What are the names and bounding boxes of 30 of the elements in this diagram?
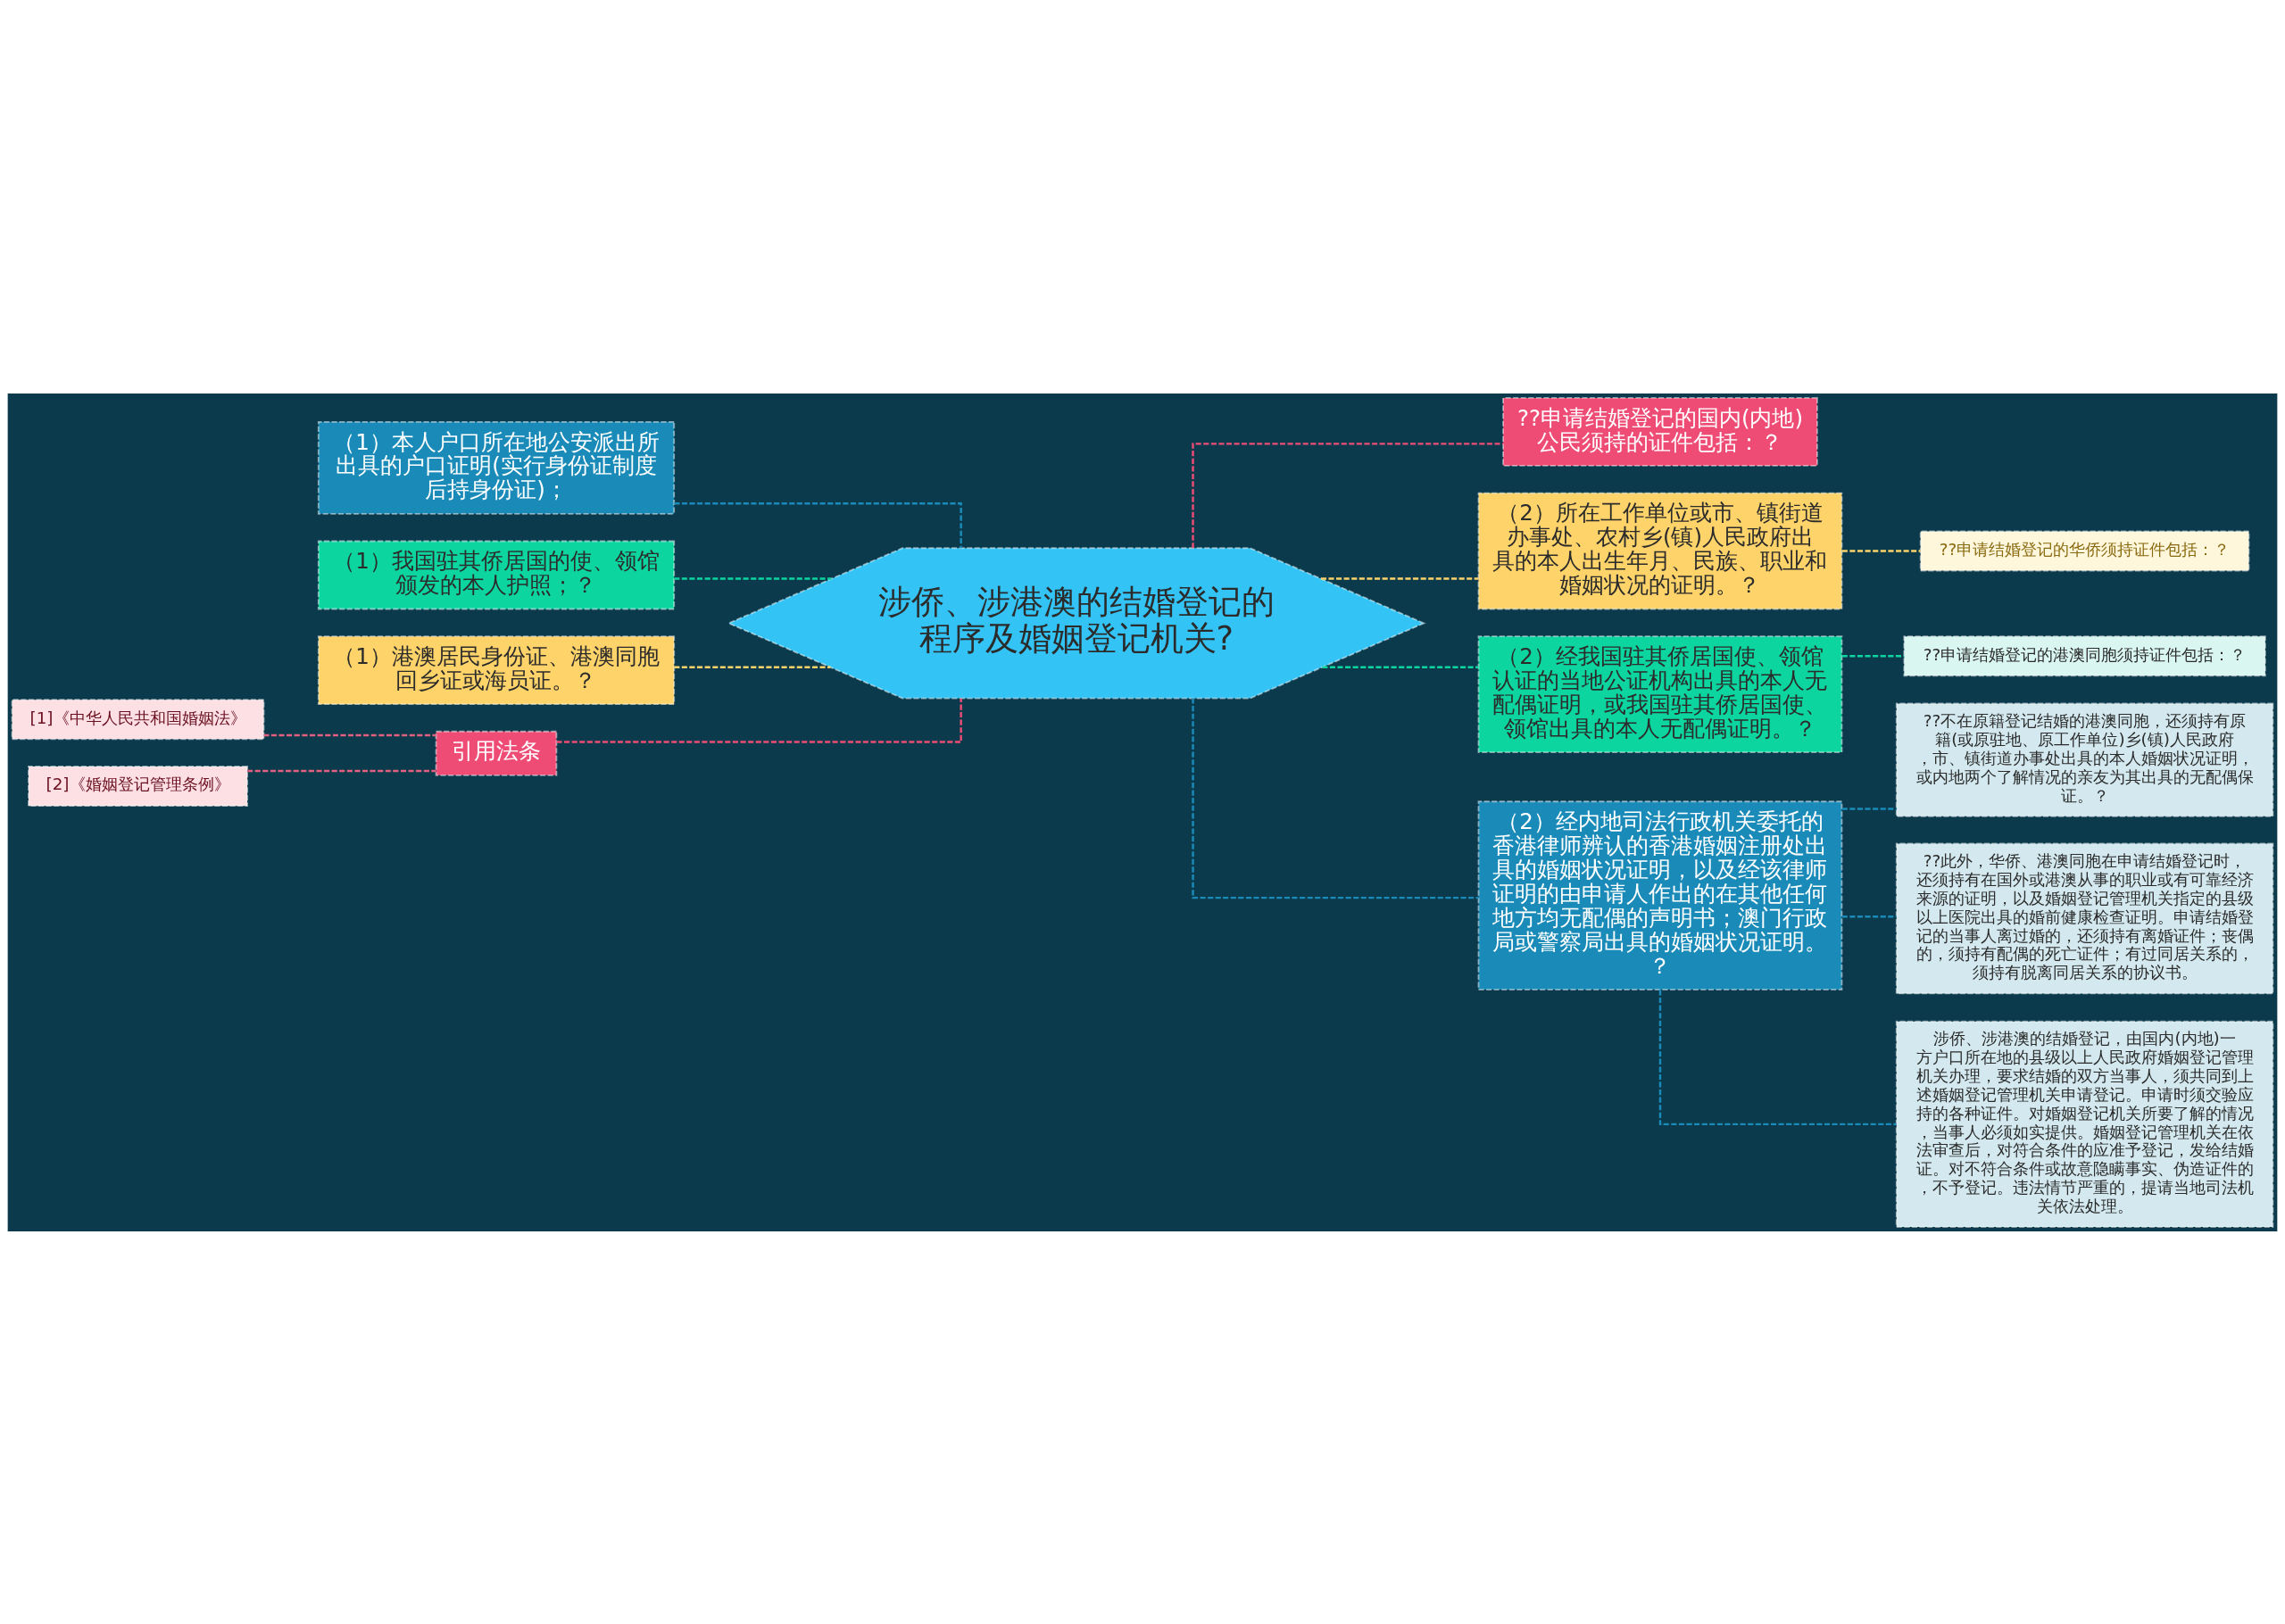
connector — [1658, 989, 1897, 1125]
node-box: （1）港澳居民身份证、港澳同胞回乡证或海员证。？ — [317, 634, 676, 705]
node-box: （2）经我国驻其侨居国使、领馆认证的当地公证机构出具的本人无配偶证明，或我国驻其侨居国使、领馆出具的本人无配偶证明。？ — [1477, 634, 1843, 753]
connector — [1192, 442, 1503, 548]
node-box: [1]《中华人民共和国婚姻法》 — [11, 698, 265, 740]
connector — [556, 698, 962, 743]
node-box: ??申请结婚登记的国内(内地)公民须持的证件包括：？ — [1502, 396, 1818, 467]
node-box: ??不在原籍登记结婚的港澳同胞，还须持有原籍(或原驻地、原工作单位)乡(镇)人民政府，市、镇街道办事处出具的本人婚姻状况证明，或内地两个了解情况的亲友为其出具的无配偶保证。？ — [1895, 702, 2274, 817]
connector — [1841, 654, 1904, 657]
node-box: ??此外，华侨、港澳同胞在申请结婚登记时，还须持有在国外或港澳从事的职业或有可靠经济来源的证明，以及婚姻登记管理机关指定的县级以上医院出具的婚前健康检查证明。申请结婚登记的当事人离过婚的，还须持有离婚证件；丧偶的，须持有配偶的死亡证件；有过同居关系的，须持有脱离同居关系的协议书。 — [1895, 842, 2274, 994]
connector — [1320, 576, 1479, 580]
connector — [1322, 666, 1479, 668]
node-box: [2]《婚姻登记管理条例》 — [28, 765, 249, 807]
node-box: ??申请结婚登记的港澳同胞须持证件包括：？ — [1903, 634, 2266, 676]
connector — [1192, 698, 1479, 899]
node-box: （1）本人户口所在地公安派出所出具的户口证明(实行身份证制度后持身份证)； — [317, 420, 676, 515]
node-box: ??申请结婚登记的华侨须持证件包括：？ — [1919, 530, 2250, 571]
connector — [674, 501, 962, 548]
node-box: 引用法条 — [435, 730, 558, 776]
connector — [1841, 549, 1921, 552]
connector — [247, 769, 436, 772]
connector — [674, 576, 832, 580]
node-box: 涉侨、涉港澳的结婚登记，由国内(内地)一方户口所在地的县级以上人民政府婚姻登记管理机关办理，要求结婚的双方当事人，须共同到上述婚姻登记管理机关申请登记。申请时须交验应持的各种证件。对婚姻登记机关所要了解的情况，当事人必须如实提供。婚姻登记管理机关在依法审查后，对符合条件的应准予登记，发给结婚证。对不符合条件或故意隐瞒事实、伪造证件的，不予登记。违法情节严重的，提请当地司法机关依法处理。 — [1895, 1020, 2274, 1228]
connector — [1841, 807, 1897, 810]
connector — [1841, 915, 1897, 917]
node-box: （2）经内地司法行政机关委托的香港律师辨认的香港婚姻注册处出具的婚姻状况证明，以及经该律师证明的由申请人作出的在其他任何地方均无配偶的声明书；澳门行政局或警察局出具的婚姻状况证明。？ — [1477, 800, 1843, 990]
node-box: （2）所在工作单位或市、镇街道办事处、农村乡(镇)人民政府出具的本人出生年月、民族、职业和婚姻状况的证明。？ — [1477, 492, 1843, 609]
node-box: （1）我国驻其侨居国的使、领馆颁发的本人护照；？ — [317, 540, 676, 609]
connector — [674, 666, 831, 668]
connector — [263, 733, 436, 736]
